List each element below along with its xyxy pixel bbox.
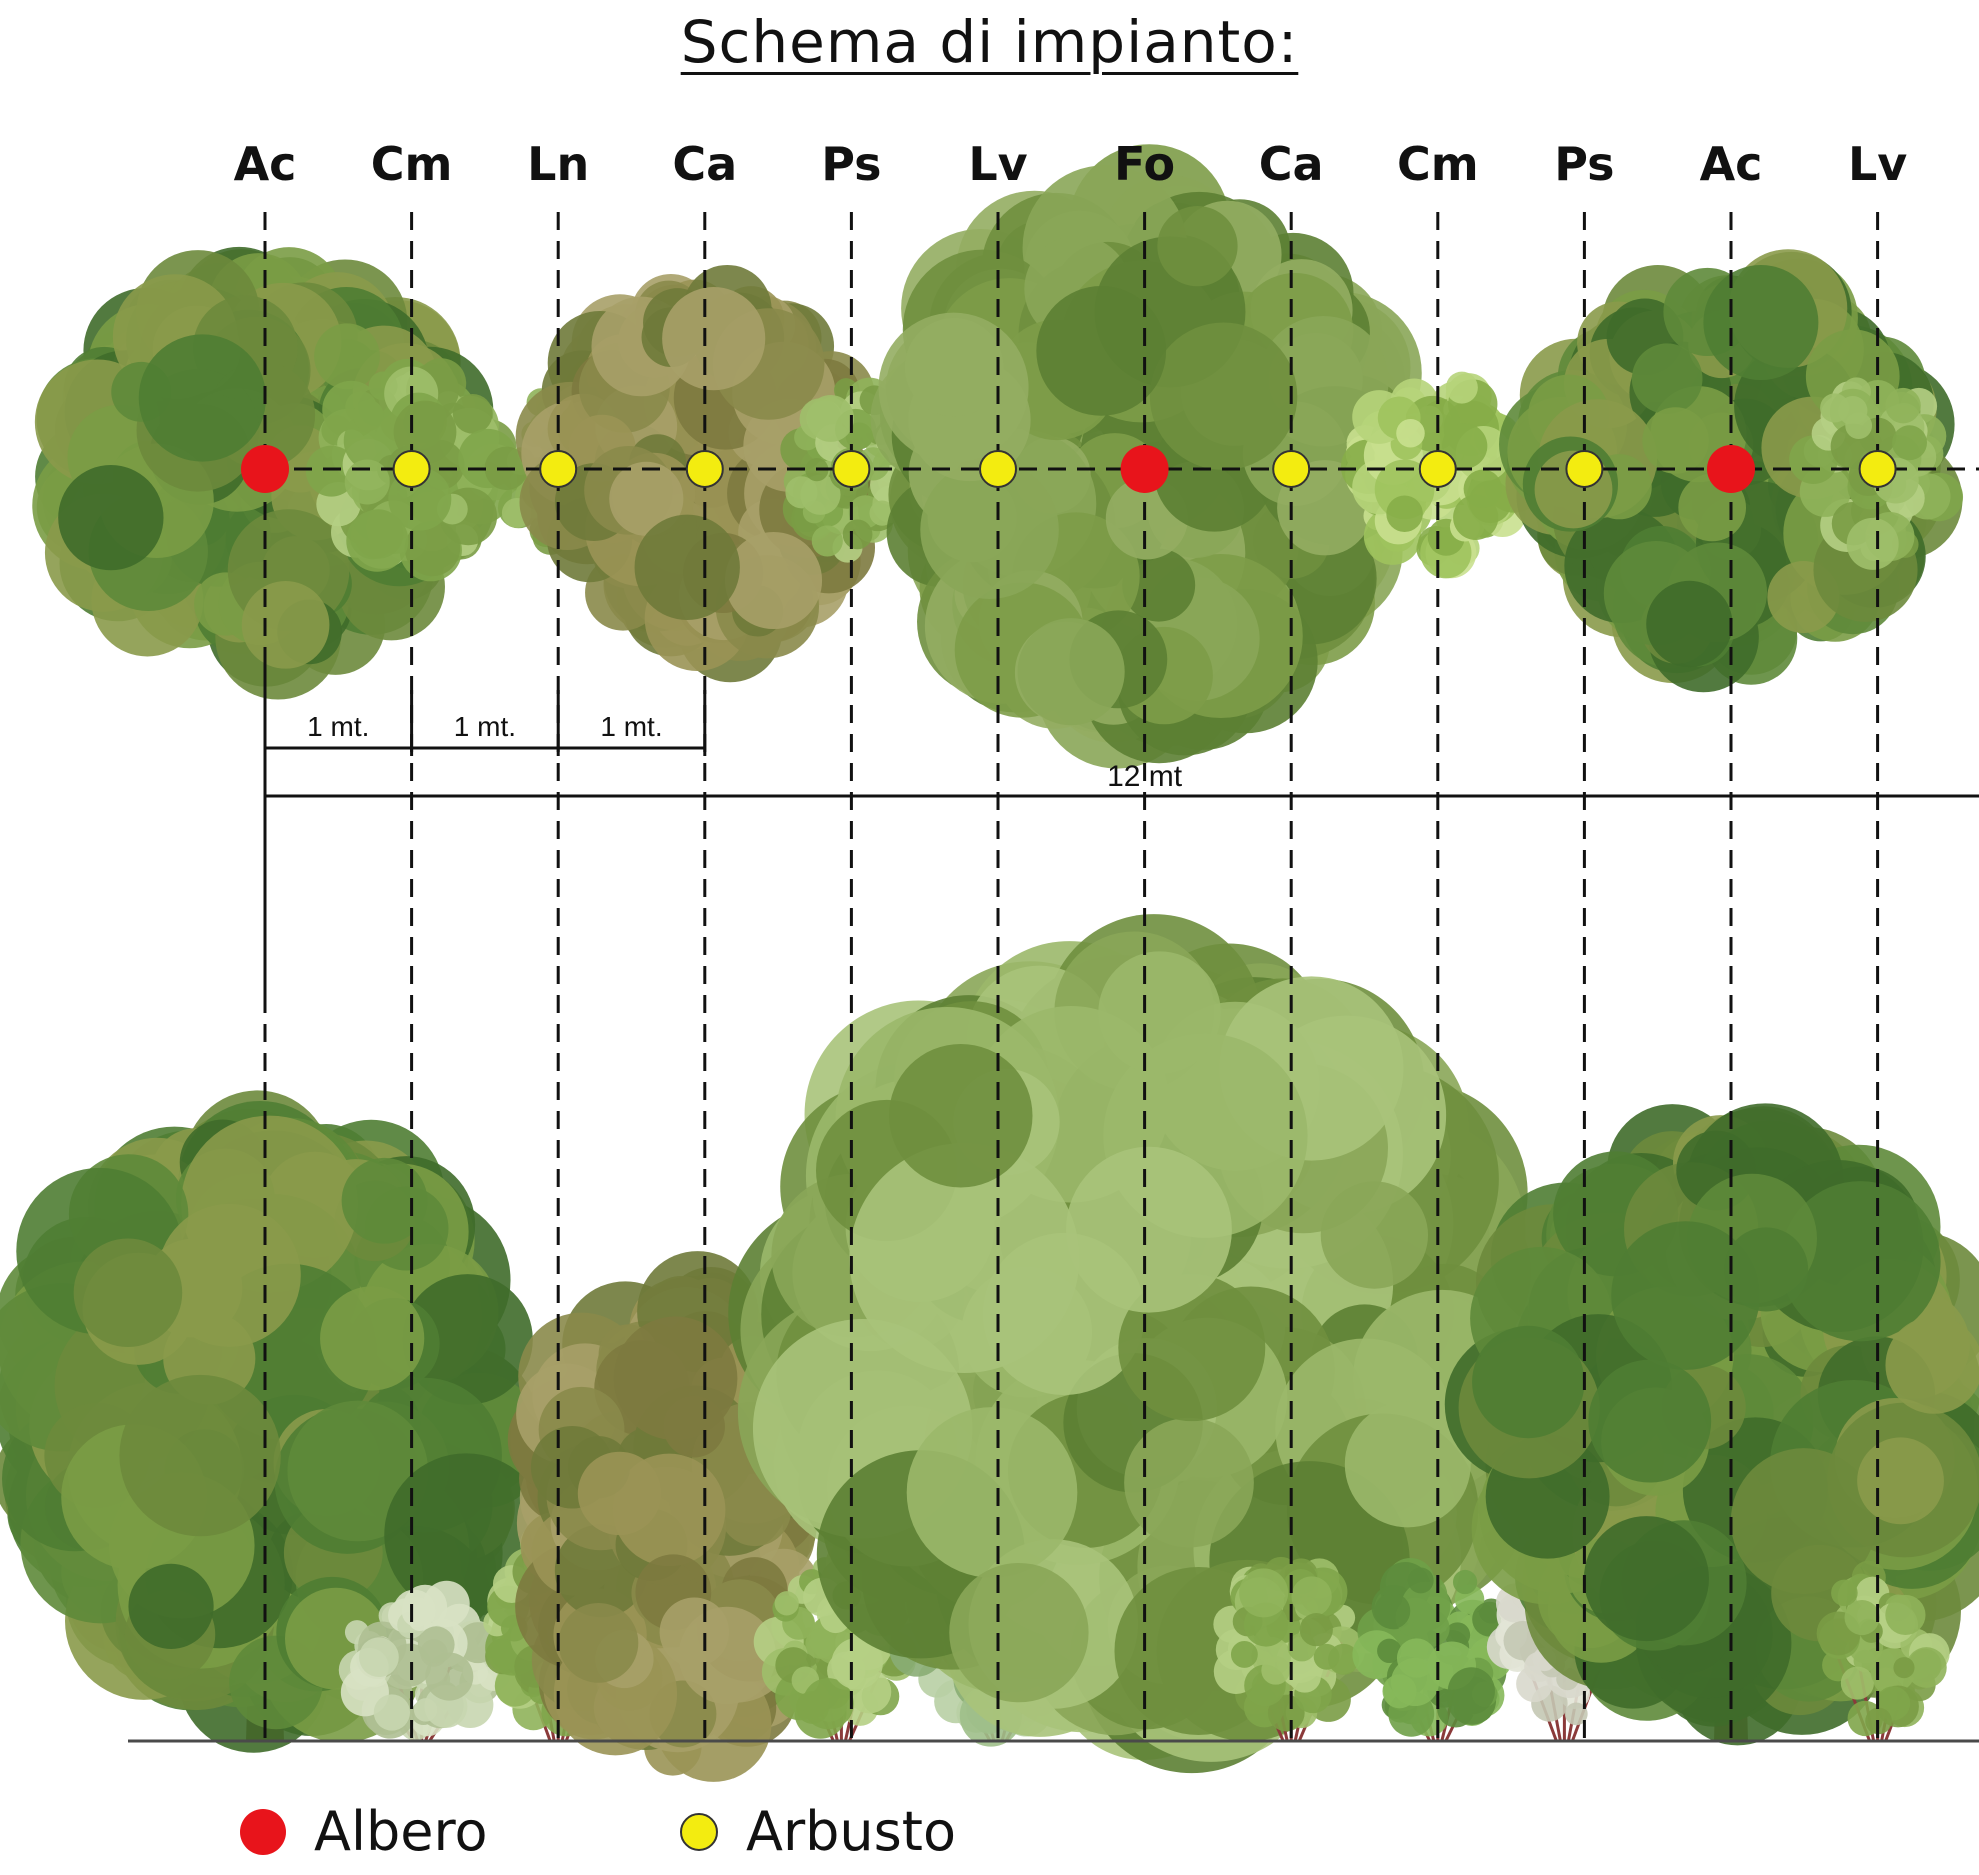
shrub-marker-lv [980, 451, 1016, 487]
tree-marker-fo [1121, 445, 1169, 493]
shrub-marker-cm [1420, 451, 1456, 487]
species-label-cm: Cm [1397, 137, 1479, 191]
tree-marker-ac [1707, 445, 1755, 493]
shrub-marker-ps [1566, 451, 1602, 487]
species-label-ps: Ps [1554, 137, 1614, 191]
shrub-marker-cm [394, 451, 430, 487]
species-label-ca: Ca [1259, 137, 1324, 191]
species-label-fo: Fo [1114, 137, 1175, 191]
shrub-marker-ca [687, 451, 723, 487]
species-label-lv: Lv [968, 137, 1027, 191]
shrub-marker-icon [680, 1813, 718, 1851]
legend-shrub-label: Arbusto [746, 1800, 956, 1863]
shrub-marker-ca [1273, 451, 1309, 487]
shrub-marker-ln [540, 451, 576, 487]
species-label-ps: Ps [821, 137, 881, 191]
species-label-ca: Ca [672, 137, 737, 191]
spacing-label: 1 mt. [600, 711, 662, 742]
species-label-ac: Ac [234, 137, 297, 191]
elevation-view-trees [0, 914, 1979, 1782]
species-label-ln: Ln [527, 137, 589, 191]
shrub-marker-lv [1860, 451, 1896, 487]
total-length-label: 12 mt [1107, 760, 1183, 793]
legend-tree: Albero [240, 1800, 488, 1863]
species-label-cm: Cm [371, 137, 453, 191]
shrub-marker-ps [833, 451, 869, 487]
species-label-lv: Lv [1848, 137, 1907, 191]
tree-marker-icon [240, 1809, 286, 1855]
species-label-ac: Ac [1700, 137, 1763, 191]
legend-shrub: Arbusto [680, 1800, 956, 1863]
spacing-label: 1 mt. [454, 711, 516, 742]
spacing-label: 1 mt. [307, 711, 369, 742]
tree-marker-ac [241, 445, 289, 493]
legend-tree-label: Albero [314, 1800, 488, 1863]
